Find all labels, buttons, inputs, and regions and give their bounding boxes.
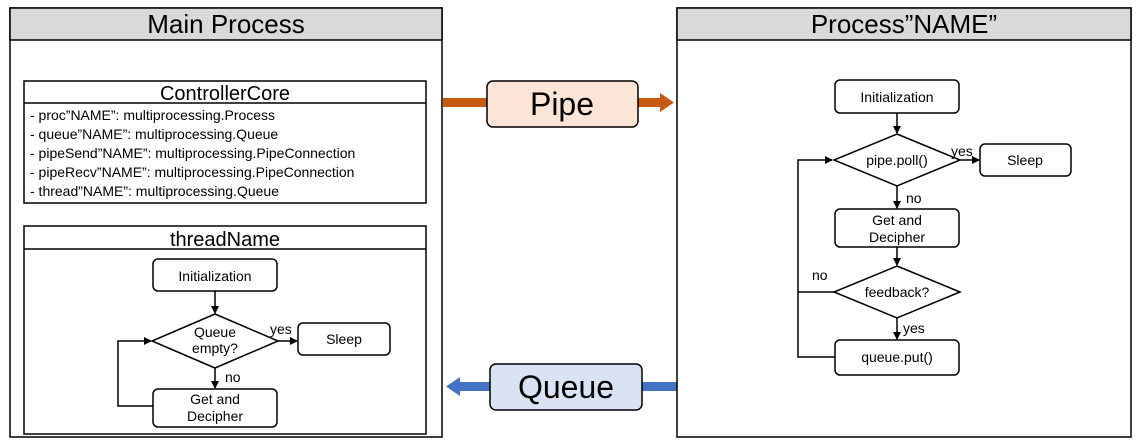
named-get-label: Decipher (869, 229, 925, 245)
controller-core-title: ControllerCore (160, 83, 290, 105)
thread-sleep-label: Sleep (326, 331, 362, 347)
named-feedback-no-label: no (812, 267, 828, 283)
named-process-title: Process”NAME” (811, 9, 997, 39)
flow-loop-arrow (797, 156, 835, 358)
named-get-label: Get and (872, 212, 922, 228)
thread-yes-label: yes (270, 321, 292, 337)
named-sleep-node (979, 143, 1072, 177)
queue-box (489, 363, 643, 411)
named-sleep-label: Sleep (1007, 152, 1043, 168)
named-poll-decision-label: pipe.poll() (866, 152, 927, 168)
named-put-label: queue.put() (861, 349, 933, 365)
named-process-header (676, 7, 1132, 41)
thread-no-label: no (225, 369, 241, 385)
thread-name-title: threadName (170, 229, 280, 251)
controller-core-attr: - queue”NAME”: multiprocessing.Queue (30, 126, 278, 142)
pipe-box (486, 80, 639, 128)
pipe-connector: Pipe (443, 80, 674, 128)
named-process-panel: Process”NAME” Initialization pipe.poll()… (676, 7, 1132, 438)
pipe-arrow-shaft (443, 98, 488, 107)
thread-name-box: threadName Initialization Queue empty? y… (23, 225, 427, 435)
thread-get-node (152, 388, 278, 428)
queue-arrow-shaft (642, 382, 677, 391)
main-process-title: Main Process (147, 9, 305, 39)
queue-label: Queue (518, 369, 614, 405)
main-process-header (9, 7, 443, 41)
controller-core-attr: - proc”NAME”: multiprocessing.Process (30, 107, 275, 123)
thread-get-label: Get and (190, 391, 240, 407)
main-process-panel: Main Process ControllerCore - proc”NAME”… (9, 7, 443, 438)
thread-sleep-node (297, 322, 391, 356)
pipe-label: Pipe (530, 86, 594, 122)
named-poll-yes-label: yes (951, 143, 973, 159)
controller-core-box: ControllerCore - proc”NAME”: multiproces… (23, 80, 427, 204)
queue-arrow-shaft (460, 382, 490, 391)
controller-core-attr: - pipeSend”NAME”: multiprocessing.PipeCo… (30, 145, 355, 161)
thread-decision-label: Queue (194, 324, 236, 340)
thread-init-label: Initialization (178, 268, 251, 284)
named-init-label: Initialization (860, 89, 933, 105)
pipe-arrow-head (660, 93, 674, 112)
controller-core-attr: - thread”NAME”: multiprocessing.Queue (30, 183, 279, 199)
queue-connector: Queue (446, 363, 677, 411)
named-feedback-decision-label: feedback? (865, 284, 930, 300)
pipe-arrow-shaft (638, 98, 660, 107)
thread-decision-label: empty? (192, 340, 238, 356)
controller-core-attr: - pipeRecv”NAME”: multiprocessing.PipeCo… (30, 164, 354, 180)
named-feedback-yes-label: yes (903, 320, 925, 336)
thread-get-label: Decipher (187, 408, 243, 424)
queue-arrow-head (446, 377, 460, 396)
flow-loop-arrow (117, 337, 153, 407)
named-poll-no-label: no (906, 190, 922, 206)
